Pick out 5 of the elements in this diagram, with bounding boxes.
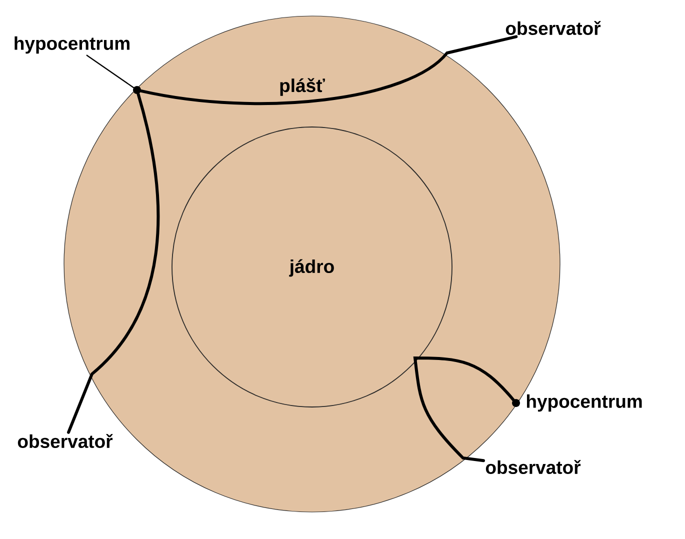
seismic-ray bbox=[140, 35, 518, 106]
dot bbox=[133, 86, 141, 94]
seismic-ray bbox=[67, 92, 160, 434]
dot bbox=[512, 399, 520, 407]
leader-line bbox=[86, 54, 134, 88]
